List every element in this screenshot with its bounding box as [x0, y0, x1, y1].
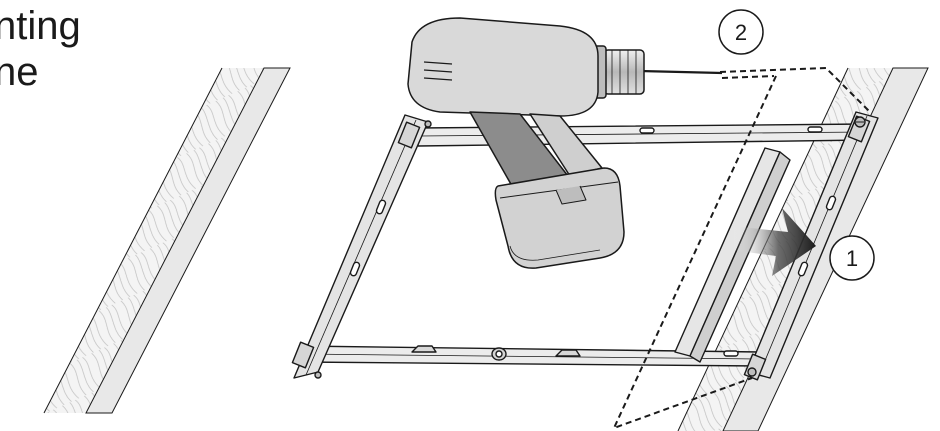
- callout-1: 1: [829, 235, 875, 281]
- callout-2: 2: [718, 9, 764, 55]
- heading-line-2: ne: [0, 50, 39, 94]
- drill-icon: [407, 17, 723, 269]
- heading-line-1: nting: [0, 4, 81, 48]
- dashed-guide-lines: [612, 66, 871, 430]
- arrow-right-icon: [732, 208, 816, 276]
- callout-2-label: 2: [735, 20, 747, 45]
- callout-1-label: 1: [846, 246, 858, 271]
- wall-stud-left: [43, 67, 291, 414]
